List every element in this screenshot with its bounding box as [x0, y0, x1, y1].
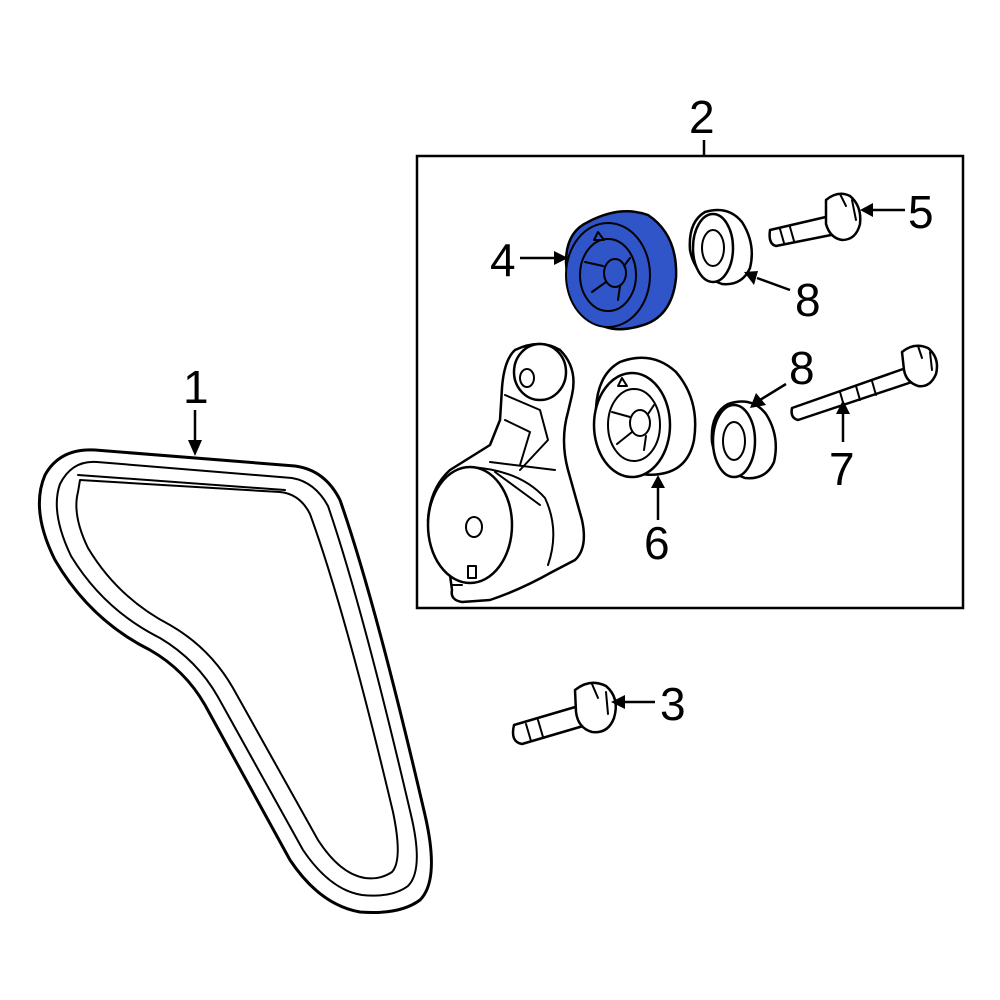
- leader-arrow-6: [651, 475, 665, 488]
- leader-line-8a: [756, 276, 791, 292]
- dust-cap-lower[interactable]: [710, 400, 777, 480]
- pulley-bolt[interactable]: [768, 192, 862, 248]
- long-bolt[interactable]: [790, 344, 939, 422]
- callout-2: 2: [689, 91, 715, 143]
- callout-6: 6: [644, 517, 670, 569]
- callout-8a: 8: [795, 274, 821, 326]
- leader-arrow-3: [611, 695, 625, 709]
- leader-arrow-8b: [750, 393, 766, 408]
- tensioner-body: [426, 342, 586, 604]
- tensioner-bolt[interactable]: [511, 681, 617, 746]
- tensioner-pulley[interactable]: [592, 356, 697, 479]
- callout-7: 7: [829, 443, 855, 495]
- leader-arrow-5: [860, 203, 873, 217]
- leader-arrow-1: [188, 440, 202, 456]
- callout-3: 3: [660, 678, 686, 730]
- serpentine-belt[interactable]: [37, 448, 433, 914]
- callout-5: 5: [908, 186, 934, 238]
- callout-4: 4: [490, 234, 516, 286]
- leader-arrow-4: [554, 251, 568, 265]
- callout-1: 1: [183, 361, 209, 413]
- leader-line-8b: [759, 382, 787, 402]
- leader-arrow-8a: [744, 271, 758, 285]
- callout-8b: 8: [789, 342, 815, 394]
- idler-pulley[interactable]: [564, 210, 678, 331]
- tensioner-assembly-box[interactable]: [415, 154, 965, 610]
- leader-arrow-7: [836, 400, 850, 414]
- dust-cap-upper[interactable]: [688, 208, 753, 286]
